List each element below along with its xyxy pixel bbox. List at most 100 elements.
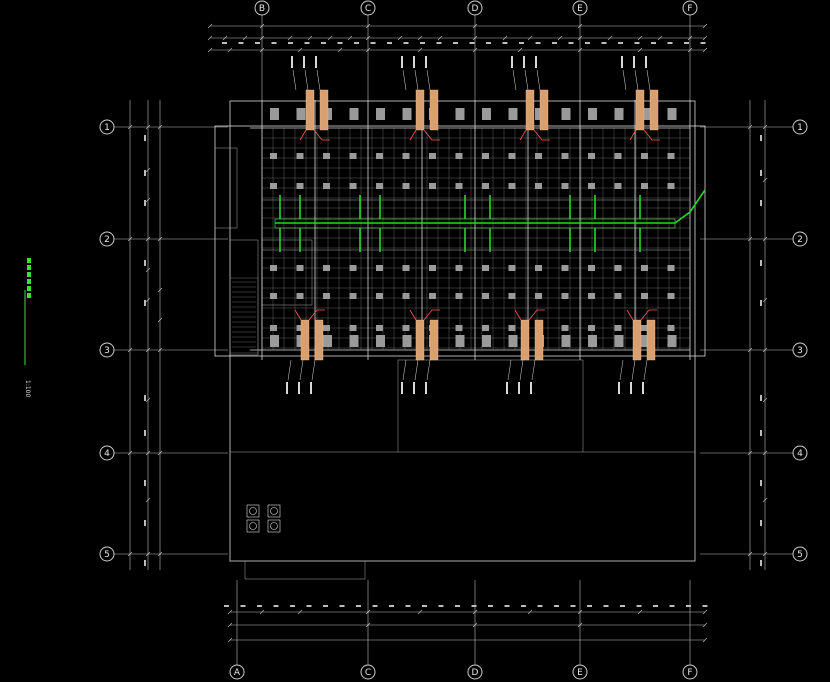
dimension-label-mark xyxy=(144,430,146,436)
ceiling-light-panel xyxy=(349,153,357,159)
riser-leader xyxy=(299,359,304,381)
axis-bubble-right-2-label: 2 xyxy=(797,235,803,245)
riser-leader xyxy=(536,69,541,91)
axis-bubble-top-e: E xyxy=(572,0,588,16)
dimension-label-mark xyxy=(387,42,392,44)
dimension-tick xyxy=(637,35,643,41)
title-glyph-mark xyxy=(27,258,31,263)
ceiling-light-panels xyxy=(270,108,677,347)
dimension-label-mark xyxy=(636,605,642,607)
riser-connector xyxy=(294,309,302,321)
dimension-label-mark xyxy=(554,605,559,607)
riser-leader xyxy=(531,359,536,381)
dimension-label-mark xyxy=(422,605,427,607)
riser-leader xyxy=(634,69,639,91)
axis-bubble-bottom-a-label: A xyxy=(234,668,241,678)
dimension-tick xyxy=(242,35,248,41)
riser-tag-mark xyxy=(633,56,635,68)
ceiling-light-panel xyxy=(561,183,569,189)
dimension-label-mark xyxy=(620,605,625,607)
riser-tag-mark xyxy=(618,382,620,394)
riser-tag-mark xyxy=(315,56,317,68)
dimension-tick xyxy=(145,497,151,503)
ceiling-light-panel xyxy=(323,153,330,159)
dimension-tick xyxy=(287,35,293,41)
dimension-tick xyxy=(702,609,708,615)
dimension-tick xyxy=(762,397,768,403)
riser-tag-mark xyxy=(425,382,427,394)
riser-shaft xyxy=(646,319,656,361)
ceiling-light-panel xyxy=(535,293,542,299)
ceiling-light-panel xyxy=(270,183,277,189)
riser-connector xyxy=(629,129,637,141)
riser-connector xyxy=(409,129,417,141)
dimension-label-mark xyxy=(760,200,762,206)
entrance-canopy xyxy=(244,560,366,580)
ceiling-light-panel xyxy=(535,265,542,271)
riser-shaft xyxy=(305,89,315,131)
ceiling-light-panel xyxy=(508,153,516,159)
riser-connector xyxy=(409,309,417,321)
ceiling-light-panel xyxy=(349,265,357,271)
room-unit xyxy=(402,108,412,120)
ceiling-light-panel xyxy=(535,183,542,189)
ceiling-light-panel xyxy=(482,265,489,271)
axis-bubble-top-f: F xyxy=(682,0,698,16)
dimension-tick xyxy=(327,35,333,41)
axis-bubble-right-5-label: 5 xyxy=(797,550,803,560)
dimension-label-mark xyxy=(552,42,557,44)
dimension-tick xyxy=(527,35,533,41)
ceiling-light-panel xyxy=(561,153,569,159)
dimension-tick xyxy=(307,35,313,41)
ceiling-light-panel xyxy=(429,183,436,189)
title-glyph-mark xyxy=(27,272,31,277)
ceiling-light-panel xyxy=(588,265,595,271)
ceiling-light-panel xyxy=(323,265,330,271)
dimension-label-mark xyxy=(535,42,541,44)
dimension-label-mark xyxy=(453,42,458,44)
ceiling-light-panel xyxy=(296,293,304,299)
ceiling-grid xyxy=(261,100,691,360)
ceiling-light-panel xyxy=(402,265,410,271)
axis-bubble-left-2-label: 2 xyxy=(104,235,110,245)
riser-group xyxy=(618,309,657,394)
fixtures xyxy=(24,258,281,533)
axis-bubble-bottom-e: E xyxy=(572,664,588,680)
dimension-tick xyxy=(207,47,213,53)
ceiling-light-panel xyxy=(455,293,463,299)
dimension-tick xyxy=(157,317,163,323)
dimension-tick xyxy=(502,35,508,41)
dimension-label-mark xyxy=(144,480,146,486)
dimension-label-mark xyxy=(288,42,293,44)
fixture-fan xyxy=(249,507,257,515)
riser-connector xyxy=(423,129,440,141)
title-glyph-mark xyxy=(27,265,31,270)
riser-leader xyxy=(622,69,627,91)
dimension-tick xyxy=(702,23,708,29)
dimension-tick xyxy=(527,609,533,615)
dimension-label-mark xyxy=(370,42,376,44)
ceiling-light-panel xyxy=(614,325,622,331)
axis-bubble-right-3: 3 xyxy=(792,342,808,358)
ceiling-light-panel xyxy=(614,153,622,159)
ceiling-light-panel xyxy=(561,265,569,271)
riser-group xyxy=(401,56,440,141)
riser-group xyxy=(511,56,550,141)
riser-leader xyxy=(631,359,636,381)
dimension-label-mark xyxy=(669,605,675,607)
ceiling-light-panel xyxy=(641,293,648,299)
dimension-tick xyxy=(762,177,768,183)
riser-leader xyxy=(426,359,431,381)
axis-bubble-top-d-label: D xyxy=(472,4,479,14)
riser-leader xyxy=(316,69,321,91)
ceiling-light-panel xyxy=(561,293,569,299)
ceiling-light-panel xyxy=(588,183,595,189)
ceiling-light-panel xyxy=(349,183,357,189)
riser-tag-mark xyxy=(511,56,513,68)
dimension-tick xyxy=(297,47,303,53)
ceiling-light-panel xyxy=(482,153,489,159)
riser-shaft xyxy=(314,319,324,361)
ceiling-light-panel xyxy=(323,293,330,299)
ceiling-light-panel xyxy=(482,293,489,299)
